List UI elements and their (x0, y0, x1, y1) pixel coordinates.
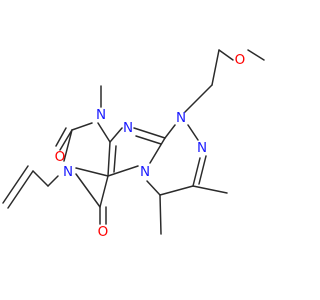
bond-ch2-ch (32, 170, 49, 187)
bond-nallyl-c (75, 167, 109, 177)
bond-fusion (107, 141, 111, 177)
bond-c4-methyl (159, 194, 162, 235)
bond-c-c-o2 (99, 175, 109, 208)
bond-lines (2, 49, 265, 235)
bond-n2-c3 (192, 157, 201, 187)
atom-nitrogen-methoxyethyl: N (176, 110, 186, 126)
bond-c-nmethyl (97, 122, 111, 143)
bond-c-nallyl (63, 129, 73, 162)
atom-oxygen-methoxy: O (235, 52, 246, 68)
bond-o-ch2 (218, 49, 234, 61)
molecule-diagram: O N N N N N N O O (2, 49, 265, 240)
bond-nfused-c (107, 165, 139, 177)
atom-nitrogen-methyl: N (96, 107, 106, 123)
bond-c-o1-double (55, 127, 67, 147)
atom-oxygen-carbonyl-1: O (55, 149, 66, 165)
bond-n1-c (164, 124, 176, 139)
bond-c-nallyl-ring (75, 173, 101, 208)
atom-nitrogen-allyl: N (63, 164, 73, 180)
structure-canvas: O N N N N N N O O (2, 49, 265, 240)
bond-c-n-imid-double (135, 135, 162, 145)
atom-oxygen-carbonyl-2: O (98, 224, 109, 240)
bond-c3-c4 (159, 185, 194, 196)
bond-n2-c3-double (198, 155, 207, 185)
atom-labels: O N N N N N N O O (55, 52, 246, 240)
bond-ch-ch2 (7, 170, 34, 209)
bond-ch2-n (184, 84, 213, 113)
bond-fusion-double (113, 145, 117, 173)
bond-c-nfused (149, 137, 166, 164)
bond-ch2-ch2 (211, 49, 220, 86)
bond-n1-n2 (187, 124, 199, 141)
bond-ch-ch2-double (2, 165, 29, 204)
bond-nmethyl-c (71, 122, 93, 131)
atom-nitrogen-triazine: N (197, 140, 207, 156)
bond-n-imid-c (109, 127, 123, 143)
atom-nitrogen-fused: N (140, 164, 150, 180)
bond-c-o1 (59, 129, 73, 151)
bond-nallyl-ch2 (47, 175, 59, 187)
atom-nitrogen-imidazole: N (123, 120, 133, 136)
bond-methyl-o (247, 49, 265, 61)
bond-c4-n (146, 180, 161, 196)
bond-c3-methyl (192, 185, 228, 194)
bond-c-n-imid (133, 127, 166, 139)
